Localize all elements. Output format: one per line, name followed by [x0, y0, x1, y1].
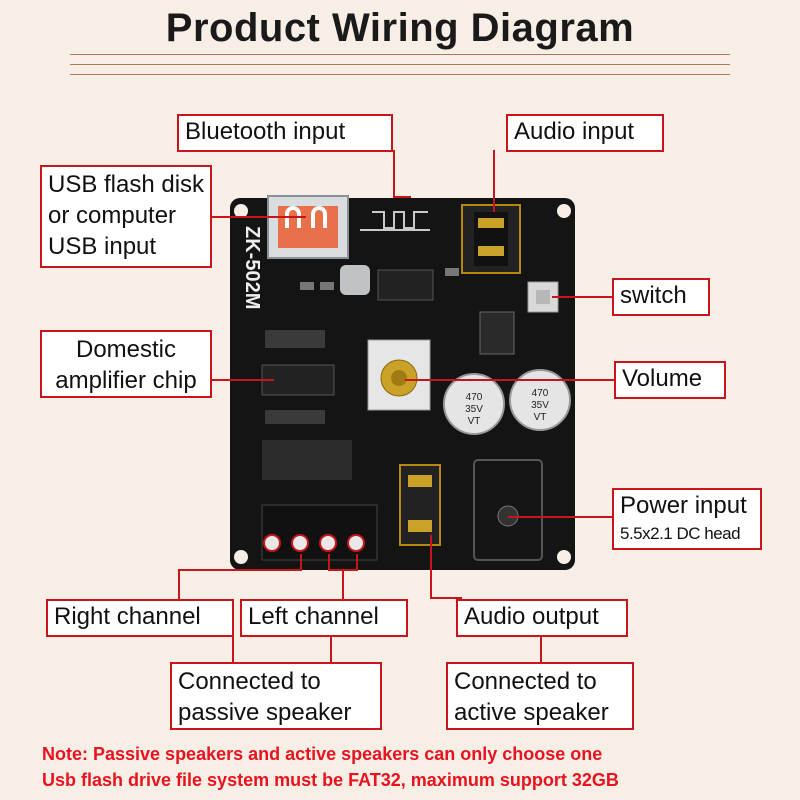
usb-input-label-line: USB input	[48, 233, 157, 260]
decor-line	[70, 64, 730, 65]
mount-hole	[234, 550, 248, 564]
decor-line	[70, 54, 730, 55]
power-input-sub: 5.5x2.1 DC head	[620, 524, 741, 543]
switch-label: switch	[612, 278, 710, 316]
usb-port	[267, 195, 349, 259]
left-channel-label: Left channel	[240, 599, 408, 637]
svg-text:470: 470	[532, 388, 549, 399]
volume-label: Volume	[614, 361, 726, 399]
active-speaker-label-line: Connected to	[454, 668, 597, 695]
smd-part	[265, 330, 325, 348]
audio-input-label: Audio input	[506, 114, 664, 152]
note-line: Usb flash drive file system must be FAT3…	[42, 770, 619, 790]
connector-line	[393, 150, 395, 198]
capacitor: 470 35V VT	[443, 373, 505, 435]
usb-input-label-line: USB flash disk	[48, 171, 205, 198]
mount-hole	[234, 204, 248, 218]
passive-speaker-label-line: passive speaker	[178, 699, 352, 726]
amplifier-chip	[261, 364, 335, 396]
audio-input-jack	[461, 204, 521, 274]
page-title: Product Wiring Diagram	[165, 6, 635, 50]
connector-line	[330, 634, 332, 664]
connector-line	[493, 150, 495, 212]
note-line: Note: Passive speakers and active speake…	[42, 744, 603, 764]
bluetooth-input-label: Bluetooth input	[177, 114, 393, 152]
svg-text:35V: 35V	[531, 400, 549, 411]
right-channel-label: Right channel	[46, 599, 234, 637]
svg-text:VT: VT	[534, 412, 547, 423]
usb-input-label-line: or computer	[48, 202, 177, 229]
connector-line	[508, 516, 612, 518]
smd-part	[445, 268, 459, 276]
usb-input-label: USB flash disk or computer USB input	[40, 165, 212, 268]
bluetooth-chip	[377, 269, 434, 301]
connector-line	[405, 379, 615, 381]
power-input-label: Power input 5.5x2.1 DC head	[612, 488, 762, 550]
amplifier-chip-label: Domestic amplifier chip	[40, 330, 212, 398]
connector-line	[342, 569, 344, 599]
audio-output-jack	[399, 464, 441, 546]
connector-line	[232, 634, 234, 664]
connector-line	[356, 554, 358, 570]
connector-line	[212, 379, 274, 381]
smd-part	[300, 282, 314, 290]
power-input-title: Power input	[620, 492, 747, 519]
audio-output-label: Audio output	[456, 599, 628, 637]
smd-part	[265, 410, 325, 424]
active-speaker-label-line: active speaker	[454, 699, 609, 726]
switch-button	[536, 290, 550, 304]
passive-speaker-label: Connected to passive speaker	[170, 662, 382, 730]
connector-line	[540, 634, 542, 664]
decor-line	[70, 74, 730, 75]
active-speaker-label: Connected to active speaker	[446, 662, 634, 730]
connector-line	[178, 569, 180, 599]
connector-line	[210, 216, 306, 218]
capacitor: 470 35V VT	[509, 369, 571, 431]
regulator	[479, 311, 515, 355]
board-model: ZK-502M	[241, 226, 263, 309]
connector-line	[552, 296, 612, 298]
smd-part	[262, 440, 352, 480]
mount-hole	[557, 550, 571, 564]
connector-line	[300, 554, 302, 570]
connector-line	[430, 597, 462, 599]
volume-knob	[367, 339, 431, 411]
connector-line	[393, 196, 411, 198]
amplifier-chip-label-line: amplifier chip	[55, 367, 197, 394]
svg-text:35V: 35V	[465, 404, 483, 415]
crystal	[340, 265, 370, 295]
connector-line	[178, 569, 302, 571]
smd-part	[320, 282, 334, 290]
svg-text:470: 470	[466, 392, 483, 403]
amplifier-chip-label-line: Domestic	[75, 336, 177, 363]
connector-line	[328, 554, 330, 570]
passive-speaker-label-line: Connected to	[178, 668, 321, 695]
mount-hole	[557, 204, 571, 218]
bluetooth-antenna	[360, 211, 430, 231]
svg-text:VT: VT	[468, 416, 481, 427]
connector-line	[430, 535, 432, 599]
speaker-terminal	[261, 504, 378, 561]
